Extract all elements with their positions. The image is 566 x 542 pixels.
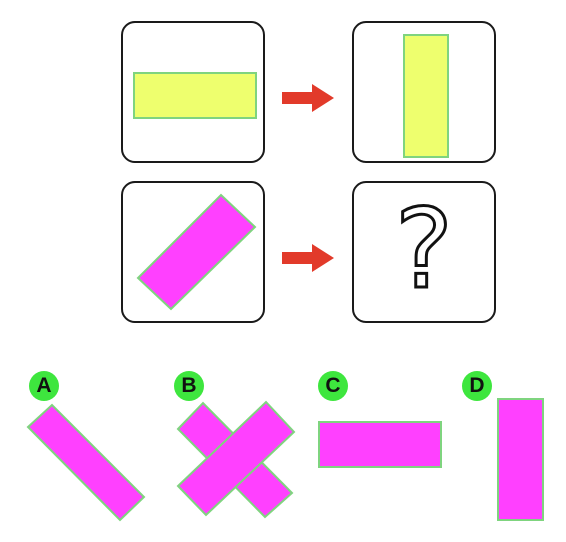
example-after-panel — [352, 21, 496, 163]
option-a-badge[interactable]: A — [29, 371, 59, 401]
option-d-shape[interactable] — [496, 397, 546, 523]
option-b-badge[interactable]: B — [174, 371, 204, 401]
example-before-panel — [121, 21, 265, 163]
question-mark-icon: ? — [393, 185, 454, 313]
option-d-badge[interactable]: D — [462, 371, 492, 401]
option-b-shape[interactable] — [175, 398, 300, 523]
arrow-right-icon — [282, 244, 334, 272]
magenta-rectangle-tilted — [136, 193, 257, 311]
arrow-right-icon — [282, 84, 334, 112]
yellow-rectangle-horizontal — [133, 72, 257, 119]
option-a-shape[interactable] — [25, 400, 150, 525]
option-c-badge[interactable]: C — [318, 371, 348, 401]
yellow-rectangle-vertical — [403, 34, 449, 158]
option-c-shape[interactable] — [317, 420, 443, 470]
question-before-panel — [121, 181, 265, 323]
question-answer-panel: ? — [352, 181, 496, 323]
